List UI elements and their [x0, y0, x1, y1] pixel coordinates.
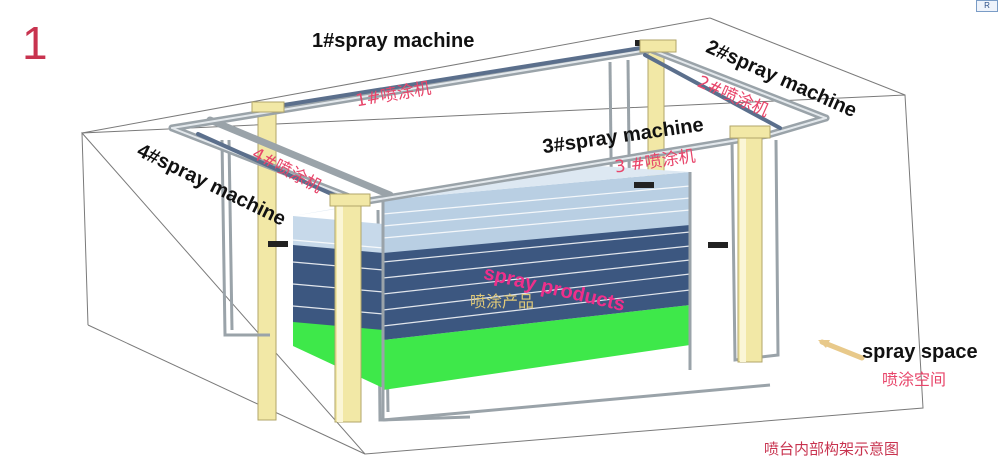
product-stripes	[292, 185, 691, 327]
front-column-left	[334, 199, 362, 423]
panel-number: 1	[22, 17, 48, 69]
column-caps	[251, 39, 771, 207]
spray-space-label-cn: 喷涂空间	[882, 370, 947, 389]
spray-space-label-en: spray space	[862, 341, 978, 363]
machine-1-label-en: 1#spray machine	[312, 30, 475, 52]
products-label-cn: 喷涂产品	[470, 292, 535, 311]
spray-space-arrow	[818, 339, 865, 361]
corner-r-icon: R	[976, 0, 998, 12]
top-rails	[168, 44, 830, 206]
product-frame	[381, 172, 771, 422]
front-column-right	[737, 131, 763, 363]
diagram-caption: 喷台内部构架示意图	[764, 440, 900, 458]
